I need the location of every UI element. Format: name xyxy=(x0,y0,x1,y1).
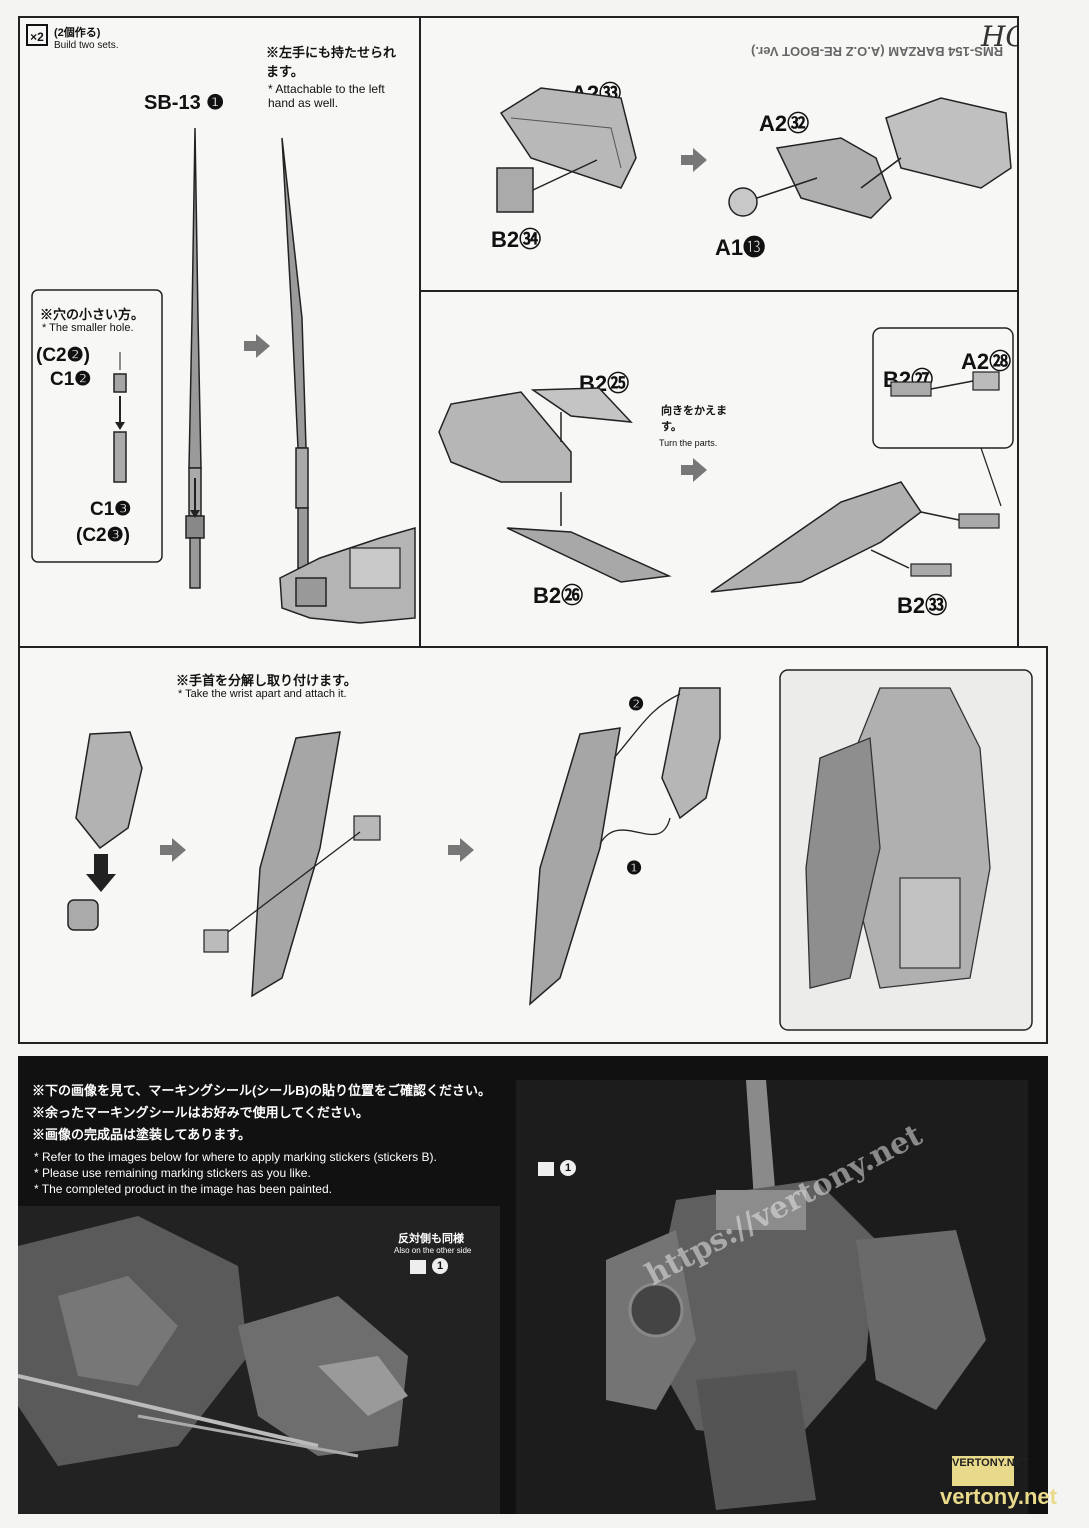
completed-model-photo-left: 反対側も同様 Also on the other side 1 xyxy=(18,1206,500,1514)
turn-parts-jp: 向きをかえます。 xyxy=(661,405,727,433)
step-arrow xyxy=(681,148,707,172)
count-badge: ×2 xyxy=(26,24,48,46)
count-jp: (2個作る) xyxy=(54,27,101,39)
smaller-hole-en: * The smaller hole. xyxy=(42,322,134,334)
sticker-number: 1 xyxy=(560,1160,576,1176)
step-arrow xyxy=(681,458,707,482)
beam-saber-part xyxy=(188,127,202,469)
smaller-hole-jp: ※穴の小さい方。 xyxy=(40,307,145,322)
sticker-panel: ※下の画像を見て、マーキングシール(シールB)の貼り位置をご確認ください。 ※余… xyxy=(18,1056,1048,1514)
other-side-jp: 反対側も同様 xyxy=(398,1233,464,1245)
model-photo-art xyxy=(18,1206,500,1514)
step-arrow xyxy=(448,838,474,862)
count-en: Build two sets. xyxy=(54,40,119,51)
series-logo: HG xyxy=(981,20,1017,53)
other-side-en: Also on the other side xyxy=(394,1246,472,1255)
part-label-b2-33: B2㉝ xyxy=(897,593,948,618)
sticker-note-en-3: * The completed product in the image has… xyxy=(34,1182,332,1196)
step-panel-arm-attach: ※手首を分解し取り付けます。 * Take the wrist apart an… xyxy=(18,646,1048,1044)
sticker-icon xyxy=(410,1260,426,1274)
beam-saber-diagram xyxy=(31,127,416,624)
part-label-b2-34: B2㉞ xyxy=(491,227,542,252)
sticker-icon xyxy=(538,1162,554,1176)
sequence-marker-1: ❶ xyxy=(626,858,643,878)
part-label-sb13: SB-13 ❶ xyxy=(144,92,225,114)
sticker-note-jp-2: ※余ったマーキングシールはお好みで使用してください。 xyxy=(32,1105,369,1120)
beam-saber-assembled xyxy=(281,137,307,449)
part-label-c1-2: C1❷ xyxy=(50,369,92,390)
shield-assembly-diagram xyxy=(438,327,1014,593)
step-panel-shield-core: HG RMS-154 BARZAM (A.O.Z RE-BOOT Ver.) A… xyxy=(419,16,1019,292)
sticker-note-en-1: * Refer to the images below for where to… xyxy=(34,1150,437,1164)
sticker-note-en-2: * Please use remaining marking stickers … xyxy=(34,1166,311,1180)
turn-parts-en: Turn the parts. xyxy=(659,438,718,448)
sequence-marker-2: ❷ xyxy=(628,694,645,714)
sticker-note-jp-1: ※下の画像を見て、マーキングシール(シールB)の貼り位置をご確認ください。 xyxy=(32,1083,492,1098)
part-label-a2-32: A2㉜ xyxy=(759,111,810,136)
watermark-badge: VERTONY.NET xyxy=(952,1456,1029,1486)
step-panel-weapon: ×2 (2個作る) Build two sets. ※左手にも持たせられます。 … xyxy=(18,16,421,648)
step-arrow xyxy=(244,334,270,358)
shield-core-diagram xyxy=(496,87,1012,219)
step-panel-shield-assembly: B2㉕ B2㉖ 向きをかえます。 Turn the parts. B2㉗ A2㉘… xyxy=(419,290,1019,648)
watermark-footer: vertony.net xyxy=(940,1484,1057,1509)
wrist-note-en: * Take the wrist apart and attach it. xyxy=(178,688,347,700)
wrist-note-jp: ※手首を分解し取り付けます。 xyxy=(176,673,357,688)
part-label-c1-3: C1❸ xyxy=(90,499,132,520)
sticker-note-jp-3: ※画像の完成品は塗装してあります。 xyxy=(32,1127,251,1142)
arm-attach-diagram xyxy=(67,669,1033,1031)
part-label-a2-28: A2㉘ xyxy=(961,349,1012,374)
completed-model-photo-right: 1 xyxy=(516,1080,1028,1514)
part-label-a1-13: A1⓭ xyxy=(715,235,766,260)
step-arrow xyxy=(160,838,186,862)
left-hand-note-jp: ※左手にも持たせられます。 xyxy=(266,45,397,79)
sticker-number: 1 xyxy=(432,1258,448,1274)
part-label-c2-3: (C2❸) xyxy=(76,525,130,546)
part-label-b2-26: B2㉖ xyxy=(533,583,584,608)
model-photo-art xyxy=(516,1080,1028,1514)
left-hand-note-en: * Attachable to the left hand as well. xyxy=(268,82,385,110)
part-label-c2-2: (C2❷) xyxy=(36,345,90,366)
